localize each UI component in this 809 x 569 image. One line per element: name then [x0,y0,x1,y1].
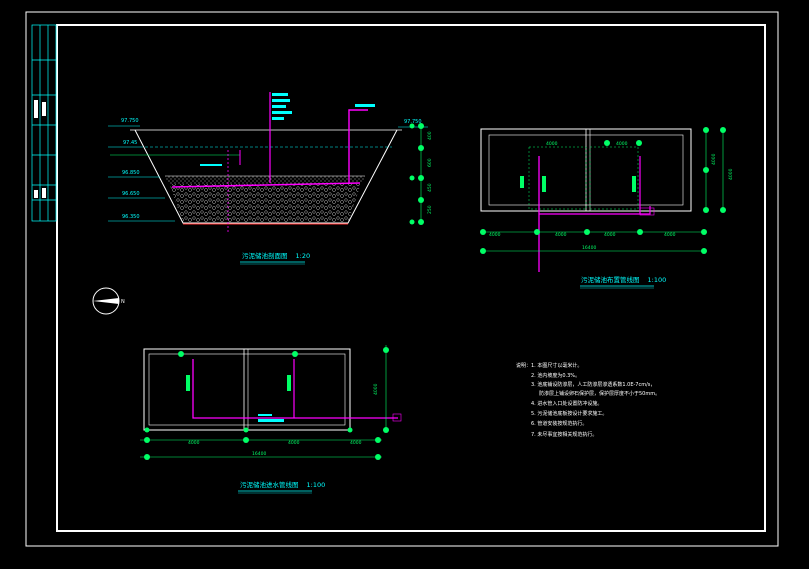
note-line: 3. 池底铺设防渗层，人工防渗层渗透系数1.0E-7cm/s， [531,381,655,388]
elevation-label: 96.850 [122,170,140,176]
dim-label: 4000 [728,168,734,180]
note-line: 6. 管道安装按规范执行。 [531,420,587,427]
svg-text:N: N [121,299,125,305]
dim-label: 450 [427,183,433,192]
inner-frame [56,24,766,532]
note-line: 说明：1. 本图尺寸以毫米计。 [516,362,582,369]
dim-total: 16400 [582,245,596,251]
pipe-riser-right [348,109,368,183]
dim-label: 4000 [555,232,567,238]
outer-frame [25,11,779,547]
notes-block: 说明：1. 本图尺寸以毫米计。 2. 池内坡度为0.3%。 3. 池底铺设防渗层… [516,362,660,438]
elevation-label: 97.750 [121,118,139,124]
dim-label: 600 [427,158,433,167]
section-dim-chain [409,123,424,225]
dim-label: 4000 [664,232,676,238]
dim-label: 4000 [616,141,628,147]
dim-total: 16400 [252,451,266,457]
elevation-label: 97.45 [123,140,137,146]
dim-label: 4000 [489,232,501,238]
elevation-label: 96.650 [122,191,140,197]
dim-label: 4000 [188,440,200,446]
pipe-main [171,182,361,188]
sand-layer [165,176,365,184]
section-view: 97.750 97.45 96.850 96.650 96.350 97.750… [108,92,433,265]
dim-label: 4000 [373,383,379,395]
note-line: 防渗层上铺设卵石保护层，保护层厚度不小于50mm。 [539,390,660,397]
note-line: 5. 污泥储池底板按设计要求施工。 [531,410,607,417]
elevation-label: 96.350 [122,214,140,220]
dim-label: 4000 [711,153,717,165]
note-line: 7. 未尽事宜按相关规范执行。 [531,431,597,438]
elevations-left: 97.750 97.45 96.850 96.650 96.350 [121,118,140,220]
pipe-lower-plan [192,359,398,419]
gravel-fill [168,180,362,223]
dim-label: 4000 [288,440,300,446]
dim-label: 4000 [350,440,362,446]
title-block-strip [31,24,57,222]
drawing-frame [25,11,779,547]
dim-label: 4000 [546,141,558,147]
note-line: 2. 池内坡度为0.3%。 [531,372,580,379]
note-line: 4. 进水管入口处设置防冲设施。 [531,400,602,407]
pond-outline [134,129,398,224]
dim-label: 400 [427,131,433,140]
north-arrow-icon: N [92,287,125,315]
dim-label: 250 [427,205,433,214]
dim-label: 4000 [604,232,616,238]
plan-upper: 4000 4000 4000 4000 4000 4000 16400 [480,127,734,289]
elevation-label: 97.750 [404,119,422,125]
